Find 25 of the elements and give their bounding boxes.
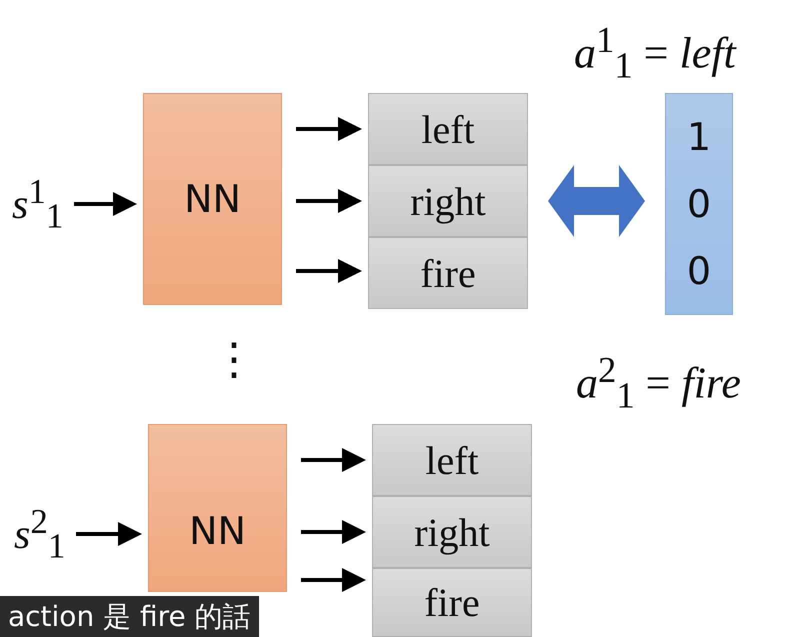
action-cell: left (368, 93, 528, 165)
arrow (301, 448, 366, 472)
arrow (76, 522, 142, 546)
formula-label: a$^{1}$$_{1}$ = left (574, 22, 736, 84)
vector-entry: 0 (686, 182, 712, 226)
ellipsis-label: ⋮ (212, 338, 256, 382)
arrow (296, 117, 362, 141)
arrow (296, 189, 362, 213)
action-cell: fire (368, 237, 528, 309)
arrow (74, 192, 137, 216)
arrow (296, 259, 362, 283)
vector-box (665, 93, 733, 315)
network-box: NN (148, 424, 287, 592)
formula-label: a$^{2}$$_{1}$ = fire (576, 352, 741, 414)
arrow (301, 568, 366, 592)
double-arrow (548, 165, 645, 237)
network-box: NN (143, 93, 282, 305)
vector-entry: 0 (686, 248, 712, 293)
action-cell: right (368, 165, 528, 237)
action-cell: right (372, 496, 532, 568)
arrow (301, 520, 366, 544)
action-cell: fire (372, 568, 532, 637)
action-cell: left (372, 424, 532, 496)
subtitle-caption: action 是 fire 的話 (0, 596, 259, 637)
vector-entry: 1 (686, 115, 712, 160)
